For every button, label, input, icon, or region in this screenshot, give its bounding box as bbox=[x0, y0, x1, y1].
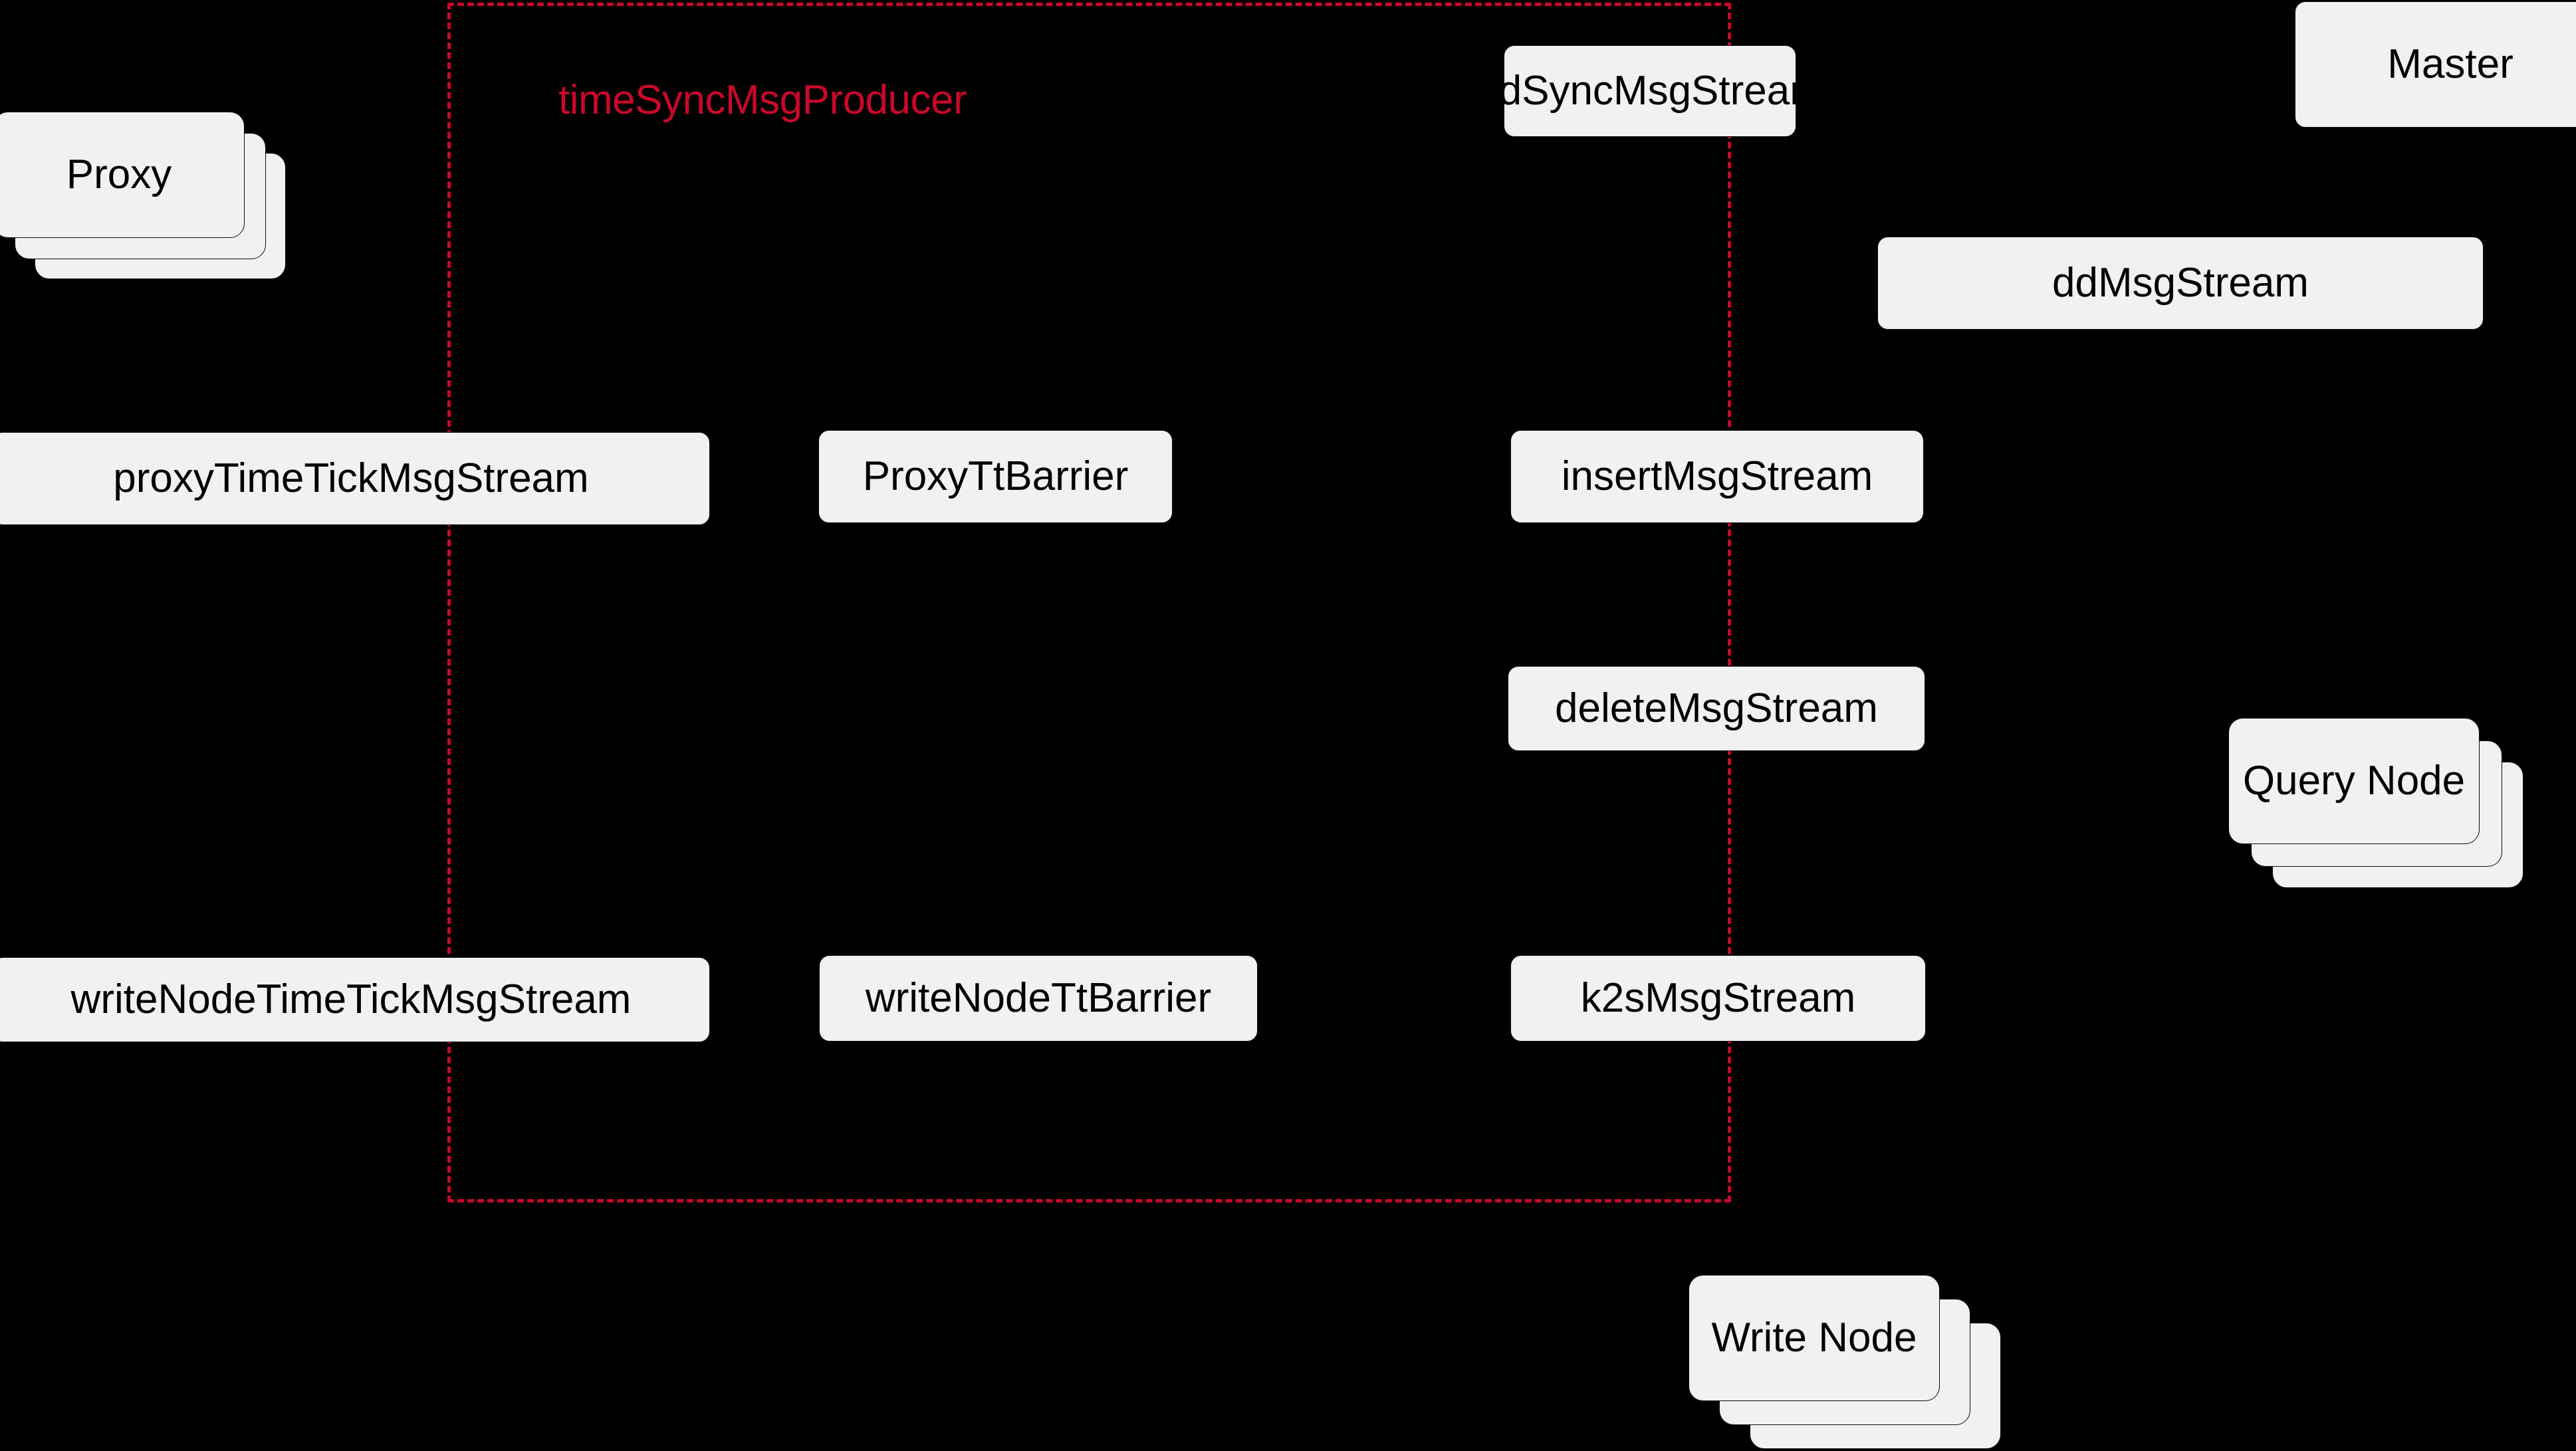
write-node-tt-barrier-box[interactable]: writeNodeTtBarrier bbox=[819, 955, 1258, 1042]
proxy-tt-barrier-box[interactable]: ProxyTtBarrier bbox=[818, 430, 1173, 523]
dd-msg-stream-box[interactable]: ddMsgStream bbox=[1877, 237, 2484, 330]
query-node-stack[interactable]: Query Node bbox=[2228, 718, 2576, 891]
time-sync-msg-producer-group bbox=[447, 3, 1731, 1202]
dd-sync-msg-stream-box[interactable]: ddSyncMsgStream bbox=[1476, 45, 1824, 137]
write-node-stack[interactable]: Write Node bbox=[1689, 1275, 2034, 1451]
write-node-time-tick-msg-stream-box[interactable]: writeNodeTimeTickMsgStream bbox=[0, 957, 710, 1042]
insert-msg-stream-box[interactable]: insertMsgStream bbox=[1510, 430, 1924, 523]
k2s-msg-stream-box[interactable]: k2sMsgStream bbox=[1510, 955, 1926, 1042]
write-node-label: Write Node bbox=[1689, 1275, 1940, 1401]
proxy-label: Proxy bbox=[0, 112, 245, 238]
proxy-time-tick-msg-stream-box[interactable]: proxyTimeTickMsgStream bbox=[0, 432, 710, 525]
master-box[interactable]: Master bbox=[2295, 1, 2576, 128]
query-node-label: Query Node bbox=[2228, 718, 2480, 844]
time-sync-msg-producer-label: timeSyncMsgProducer bbox=[558, 77, 967, 123]
proxy-node-stack[interactable]: Proxy bbox=[0, 112, 286, 279]
delete-msg-stream-box[interactable]: deleteMsgStream bbox=[1508, 666, 1925, 751]
